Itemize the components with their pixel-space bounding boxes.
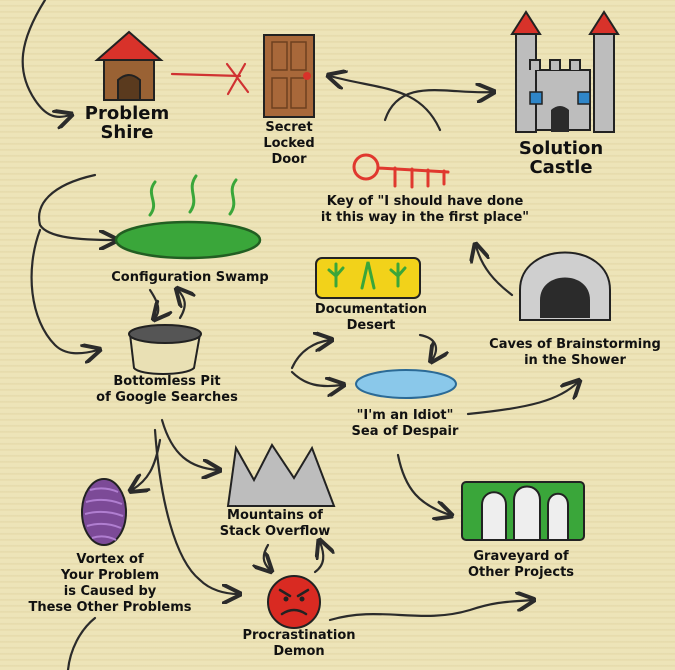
path-mountains-to-demon <box>264 543 270 570</box>
path-shire-to-pit <box>30 228 98 353</box>
path-sea-to-caves <box>466 382 578 416</box>
path-shire-to-swamp <box>38 173 115 240</box>
path-pit-to-sea <box>290 370 342 386</box>
path-pit-to-demon <box>153 428 238 594</box>
path-swamp-to-pit <box>148 288 158 318</box>
mountains-icon <box>226 443 336 507</box>
sea-label: "I'm an Idiot" Sea of Despair <box>351 408 459 439</box>
path-desert-to-sea <box>418 333 436 360</box>
path-caves-to-key <box>476 246 514 297</box>
house-icon <box>94 30 164 101</box>
config-swamp-label: Configuration Swamp <box>111 270 269 285</box>
solution-castle-label: Solution Castle <box>518 138 604 178</box>
path-key-to-castle <box>383 90 492 122</box>
path-castle-to-door <box>330 76 442 132</box>
door-x-mark <box>225 62 250 96</box>
demon-label: Procrastination Demon <box>242 628 356 659</box>
path-pit-to-swamp <box>178 290 185 320</box>
key-icon <box>352 153 450 189</box>
castle-icon <box>510 10 620 133</box>
graveyard-icon <box>461 481 585 541</box>
path-pit-to-vortex <box>132 438 162 490</box>
door-icon <box>263 34 315 118</box>
vortex-label: Vortex of Your Problem is Caused by Thes… <box>28 552 192 615</box>
cave-icon <box>519 251 611 321</box>
path-vortex-to-bottom <box>66 616 97 670</box>
demon-icon <box>267 575 321 629</box>
caves-label: Caves of Brainstorming in the Shower <box>489 337 661 368</box>
key-label: Key of "I should have done it this way i… <box>320 194 530 225</box>
sea-icon <box>355 369 457 399</box>
graveyard-label: Graveyard of Other Projects <box>467 549 575 580</box>
path-demon-to-mountains <box>313 542 323 574</box>
path-sea-to-graveyard <box>396 453 450 515</box>
path-demon-to-other-projects <box>328 600 532 622</box>
path-start-to-shire <box>21 0 70 117</box>
problem-shire-label: Problem Shire <box>84 103 170 143</box>
doc-desert-label: Documentation Desert <box>314 302 428 333</box>
desert-icon <box>315 257 421 299</box>
pit-icon <box>128 324 202 375</box>
secret-door-label: Secret Locked Door <box>263 120 315 167</box>
vortex-icon <box>81 478 127 546</box>
swamp-icon <box>114 174 262 260</box>
path-shire-to-door <box>170 72 242 78</box>
mountains-label: Mountains of Stack Overflow <box>219 508 331 539</box>
pit-label: Bottomless Pit of Google Searches <box>96 374 238 405</box>
path-pit-to-desert <box>290 340 330 370</box>
path-pit-to-mountains <box>160 418 218 470</box>
